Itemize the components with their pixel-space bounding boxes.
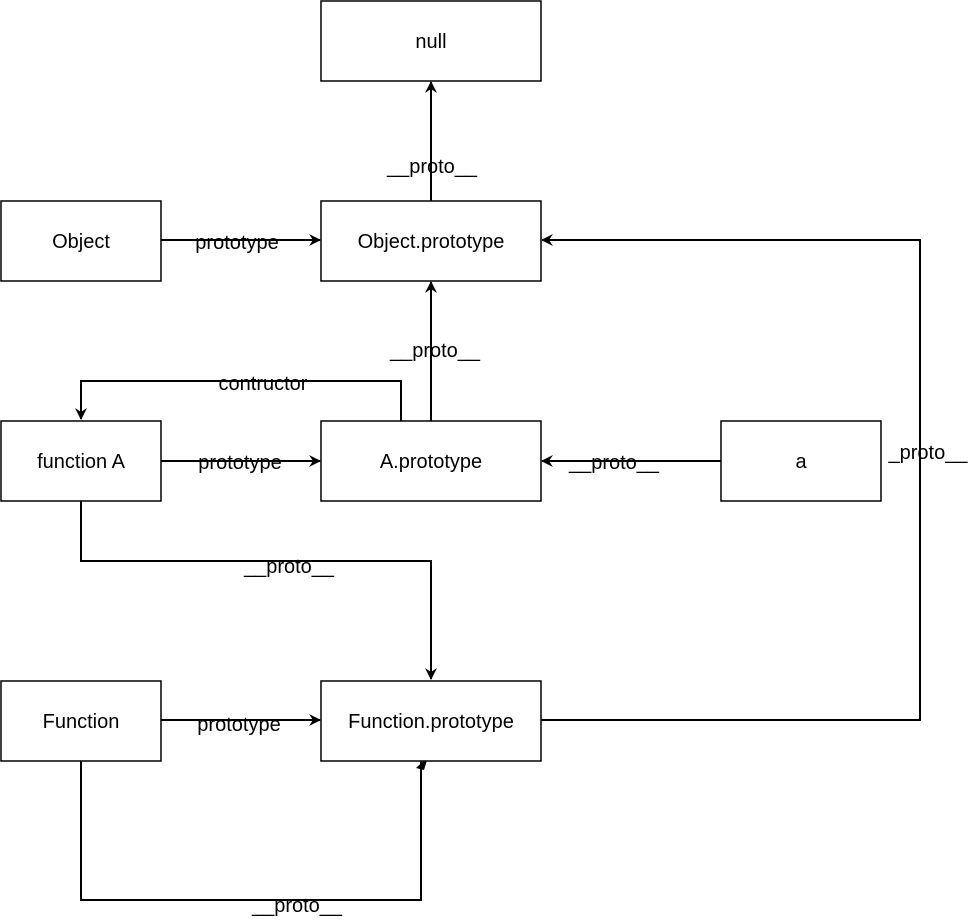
- edge-functiona-to-funcproto: [80, 501, 437, 680]
- edge-label-functiona-to-funcproto: __proto__: [243, 556, 335, 578]
- edge-label-a-to-objproto: _proto__: [888, 442, 969, 464]
- node-null-label: null: [415, 31, 446, 53]
- node-a-prototype[interactable]: A.prototype: [320, 420, 542, 502]
- edge-label-aproto-to-objproto: __proto__: [389, 340, 481, 362]
- node-function-prototype[interactable]: Function.prototype: [320, 680, 542, 762]
- edge-label-object-to-objproto: prototype: [195, 232, 278, 254]
- edge-label-function-to-funcproto: prototype: [197, 714, 280, 736]
- node-a-prototype-label: A.prototype: [380, 451, 482, 473]
- node-a-instance[interactable]: a: [720, 420, 882, 502]
- node-object-prototype-label: Object.prototype: [358, 231, 505, 253]
- node-object-label: Object: [52, 231, 110, 253]
- node-function-label: Function: [43, 711, 120, 733]
- node-null[interactable]: null: [320, 0, 542, 82]
- node-function-a[interactable]: function A: [0, 420, 162, 502]
- node-function-prototype-label: Function.prototype: [348, 711, 514, 733]
- node-function[interactable]: Function: [0, 680, 162, 762]
- node-object-prototype[interactable]: Object.prototype: [320, 200, 542, 282]
- edge-label-functiona-to-aproto: prototype: [198, 452, 281, 474]
- edge-labels: __proto__ prototype __proto__ contructor…: [195, 156, 968, 917]
- edge-function-to-funcproto-proto: [80, 757, 427, 901]
- edge-label-aproto-to-functiona: contructor: [219, 373, 308, 395]
- node-a-instance-label: a: [795, 451, 807, 473]
- edge-label-function-to-funcproto-proto: __proto__: [251, 895, 343, 917]
- edge-label-a-to-aproto: __proto__: [568, 452, 660, 474]
- node-object[interactable]: Object: [0, 200, 162, 282]
- edge-aproto-to-functiona: [75, 380, 402, 421]
- edge-label-objproto-to-null: __proto__: [386, 156, 478, 178]
- node-function-a-label: function A: [37, 451, 126, 473]
- edge-funcproto-to-objproto: [541, 234, 921, 721]
